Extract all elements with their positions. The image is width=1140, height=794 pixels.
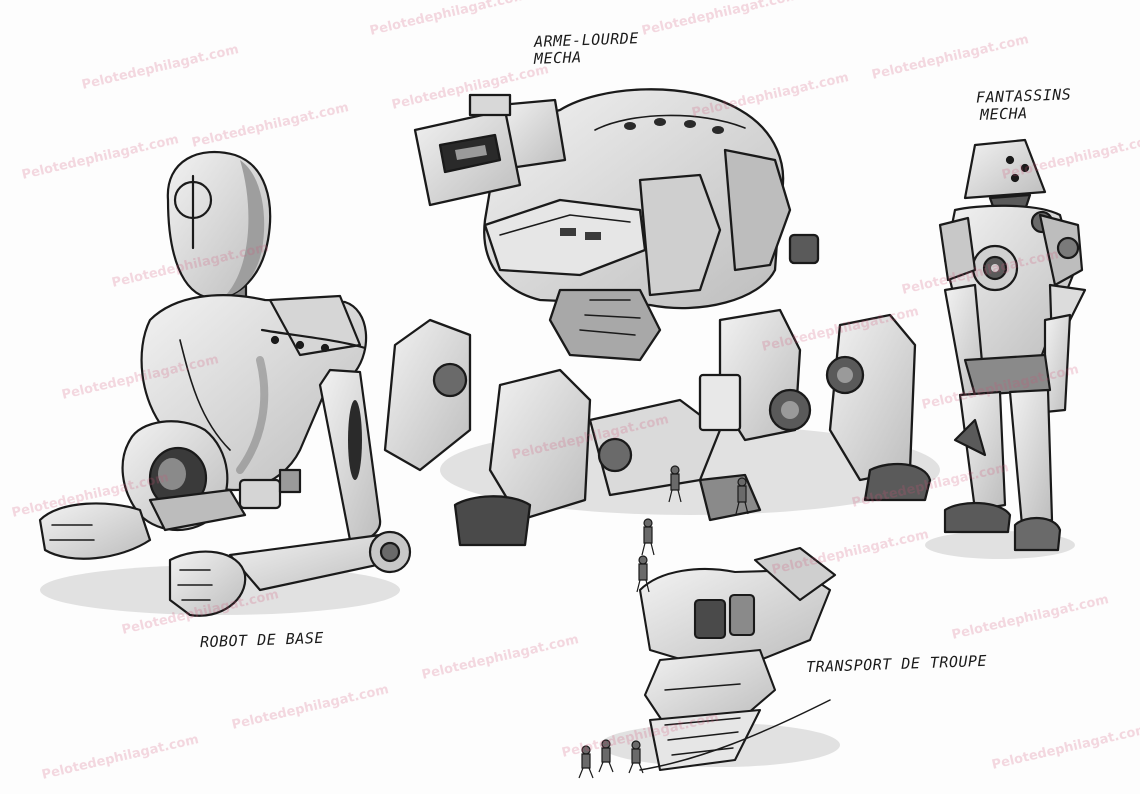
heavy-weapon-mech-sketch: [383, 88, 932, 547]
tiny-soldier-figures: [578, 465, 749, 779]
heavy-mech-label-line2: MECHA: [533, 48, 582, 68]
infantry-mech-sketch: [938, 138, 1087, 552]
basic-robot-sketch: [38, 150, 412, 617]
infantry-mech-label-line2: MECHA: [979, 104, 1028, 124]
troop-transport-sketch: [638, 546, 837, 772]
